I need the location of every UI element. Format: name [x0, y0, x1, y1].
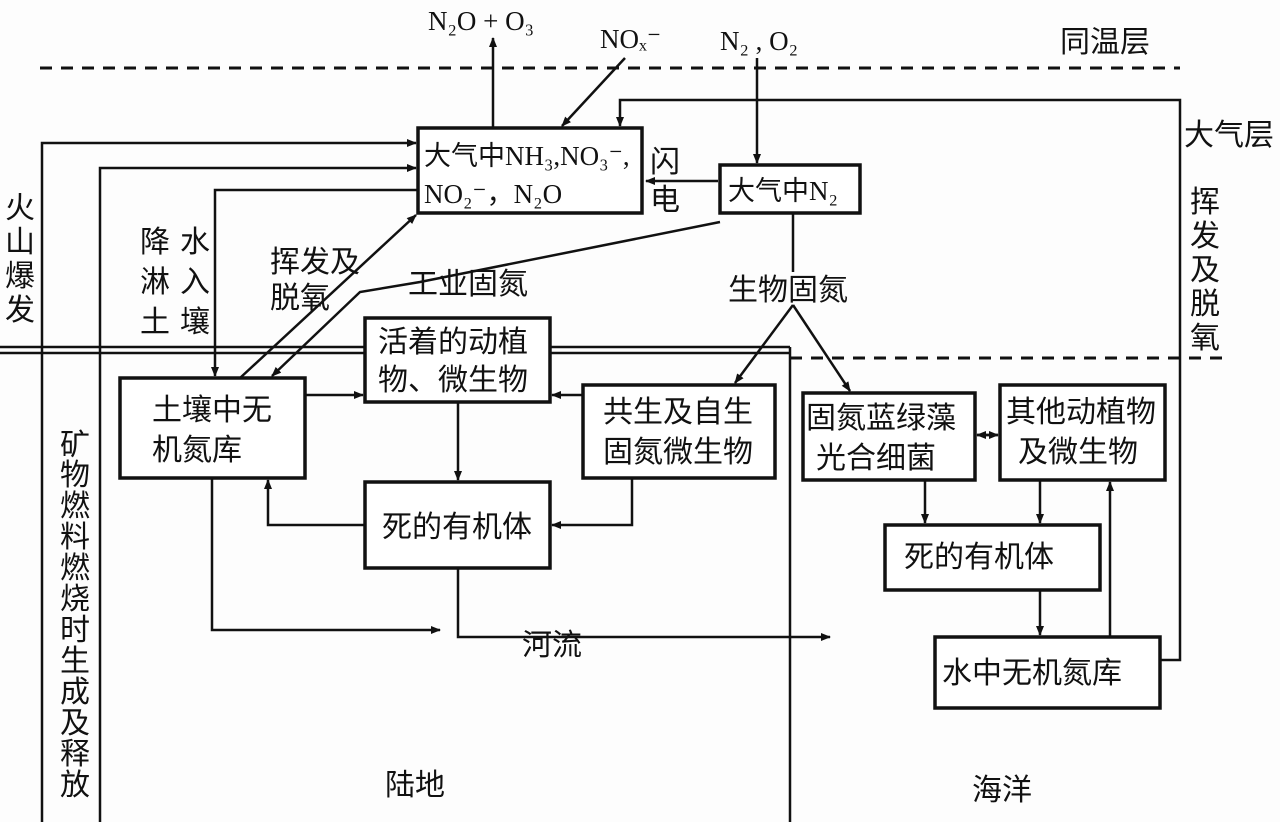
river-label: 河流: [522, 628, 582, 663]
industrial-fixation-label: 工业固氮: [408, 267, 528, 302]
ocean-label: 海洋: [972, 773, 1032, 808]
volcano-label: 火 山 爆 发: [5, 191, 35, 328]
ocean-volatilize-label: 挥 发 及 脱 氧: [1190, 185, 1220, 356]
land-dead-organic-box: [363, 480, 552, 570]
atmosphere-label: 大气层: [1184, 118, 1274, 153]
land-volatilize-label-1: 挥发及: [270, 245, 360, 280]
stratosphere-label: 同温层: [1060, 25, 1150, 60]
land-label: 陆地: [385, 768, 445, 803]
ocean-volatilize-char: 挥: [1190, 185, 1220, 220]
symbiotic-line1: 共生及自生: [603, 395, 753, 430]
fossil-char: 燃: [60, 489, 90, 524]
soil-line2: 机氮库: [152, 433, 242, 468]
biological-fixation-label: 生物固氮: [728, 273, 848, 308]
ocean-volatilize-char: 发: [1190, 219, 1220, 254]
symbiotic-fixers-box: [581, 383, 777, 480]
land-volatilize-label-2: 脱氧: [270, 281, 330, 316]
arrow-from-nox: [561, 57, 626, 127]
atm-compounds-line2: NO₂⁻，N₂O: [424, 179, 562, 209]
atm-n2-label: 大气中N₂: [728, 176, 838, 206]
living-organisms-box: [363, 316, 552, 404]
water-pool-label: 水中无机氮库: [942, 656, 1122, 691]
water-inorganic-n-box: [933, 635, 1162, 710]
precip-char: 土: [140, 305, 170, 340]
arrow-river: [456, 568, 831, 641]
sea-dead-label: 死的有机体: [904, 540, 1054, 575]
soil-inorganic-n-box: [118, 376, 307, 480]
lightning-label-2: 电: [650, 183, 680, 218]
atm-compounds-line1: 大气中NH₃,NO₃⁻,: [424, 141, 630, 171]
fossil-char: 燃: [60, 551, 90, 586]
arrow-land-volatilize: [239, 214, 417, 379]
land-dead-label: 死的有机体: [382, 510, 532, 545]
fossil-char: 生: [60, 644, 90, 679]
symbiotic-line2: 固氮微生物: [603, 435, 753, 470]
fossil-char: 物: [60, 458, 90, 493]
precipitation-label: 降 淋 土 水 入 壤: [140, 225, 210, 340]
fossil-fuel-label: 矿 物 燃 料 燃 烧 时 生 成 及 释 放: [60, 428, 90, 803]
other-line2: 及微生物: [1018, 435, 1138, 470]
ocean-volatilize-char: 氧: [1190, 321, 1220, 356]
fossil-char: 放: [60, 768, 90, 803]
atm-n2-box: [718, 163, 862, 215]
n2o-o3-label: N₂O + O₃: [428, 6, 534, 36]
precip-char: 水: [180, 225, 210, 260]
volcano-char: 山: [5, 225, 35, 260]
n2-o2-label: N₂ , O₂: [720, 26, 798, 56]
arrow-ocean-volatilize: [616, 98, 1182, 662]
volcano-char: 火: [5, 191, 35, 226]
precip-char: 壤: [180, 305, 210, 340]
lightning-label-1: 闪: [650, 145, 680, 180]
fossil-char: 成: [60, 675, 90, 710]
algae-line1: 固氮蓝绿藻: [806, 401, 956, 436]
arrow-bio-to-algae: [791, 304, 852, 392]
fossil-char: 时: [60, 613, 90, 648]
living-line1: 活着的动植: [378, 325, 528, 360]
fossil-char: 烧: [60, 582, 90, 617]
algae-bacteria-box: [801, 391, 977, 482]
arrow-symbiotic-to-dead: [551, 478, 634, 529]
living-line2: 物、微生物: [378, 363, 528, 398]
arrow-industrial-fixation: [271, 220, 721, 377]
other-line1: 其他动植物: [1006, 395, 1156, 430]
precip-char: 淋: [140, 265, 170, 300]
fossil-char: 释: [60, 737, 90, 772]
sea-dead-organic-box: [883, 523, 1102, 592]
precip-char: 降: [140, 225, 170, 260]
fossil-char: 矿: [60, 428, 90, 463]
ocean-volatilize-char: 及: [1190, 253, 1220, 288]
volcano-char: 发: [5, 293, 35, 328]
atm-compounds-box: [416, 126, 644, 215]
other-organisms-box: [998, 383, 1167, 482]
volcano-char: 爆: [5, 259, 35, 294]
arrow-volcano: [40, 139, 417, 822]
nox-label: NOₓ⁻: [600, 24, 661, 54]
arrow-precipitation: [211, 188, 418, 377]
arrow-dead-to-soil: [264, 479, 365, 527]
arrow-fossil-fuel: [98, 164, 417, 822]
algae-line2: 光合细菌: [816, 441, 936, 476]
soil-line1: 土壤中无: [152, 393, 272, 428]
fossil-char: 及: [60, 706, 90, 741]
arrow-bio-to-symbiotic: [733, 304, 795, 384]
arrow-soil-to-river: [210, 478, 441, 634]
fossil-char: 料: [60, 520, 90, 555]
ocean-volatilize-char: 脱: [1190, 287, 1220, 322]
precip-char: 入: [180, 265, 210, 300]
